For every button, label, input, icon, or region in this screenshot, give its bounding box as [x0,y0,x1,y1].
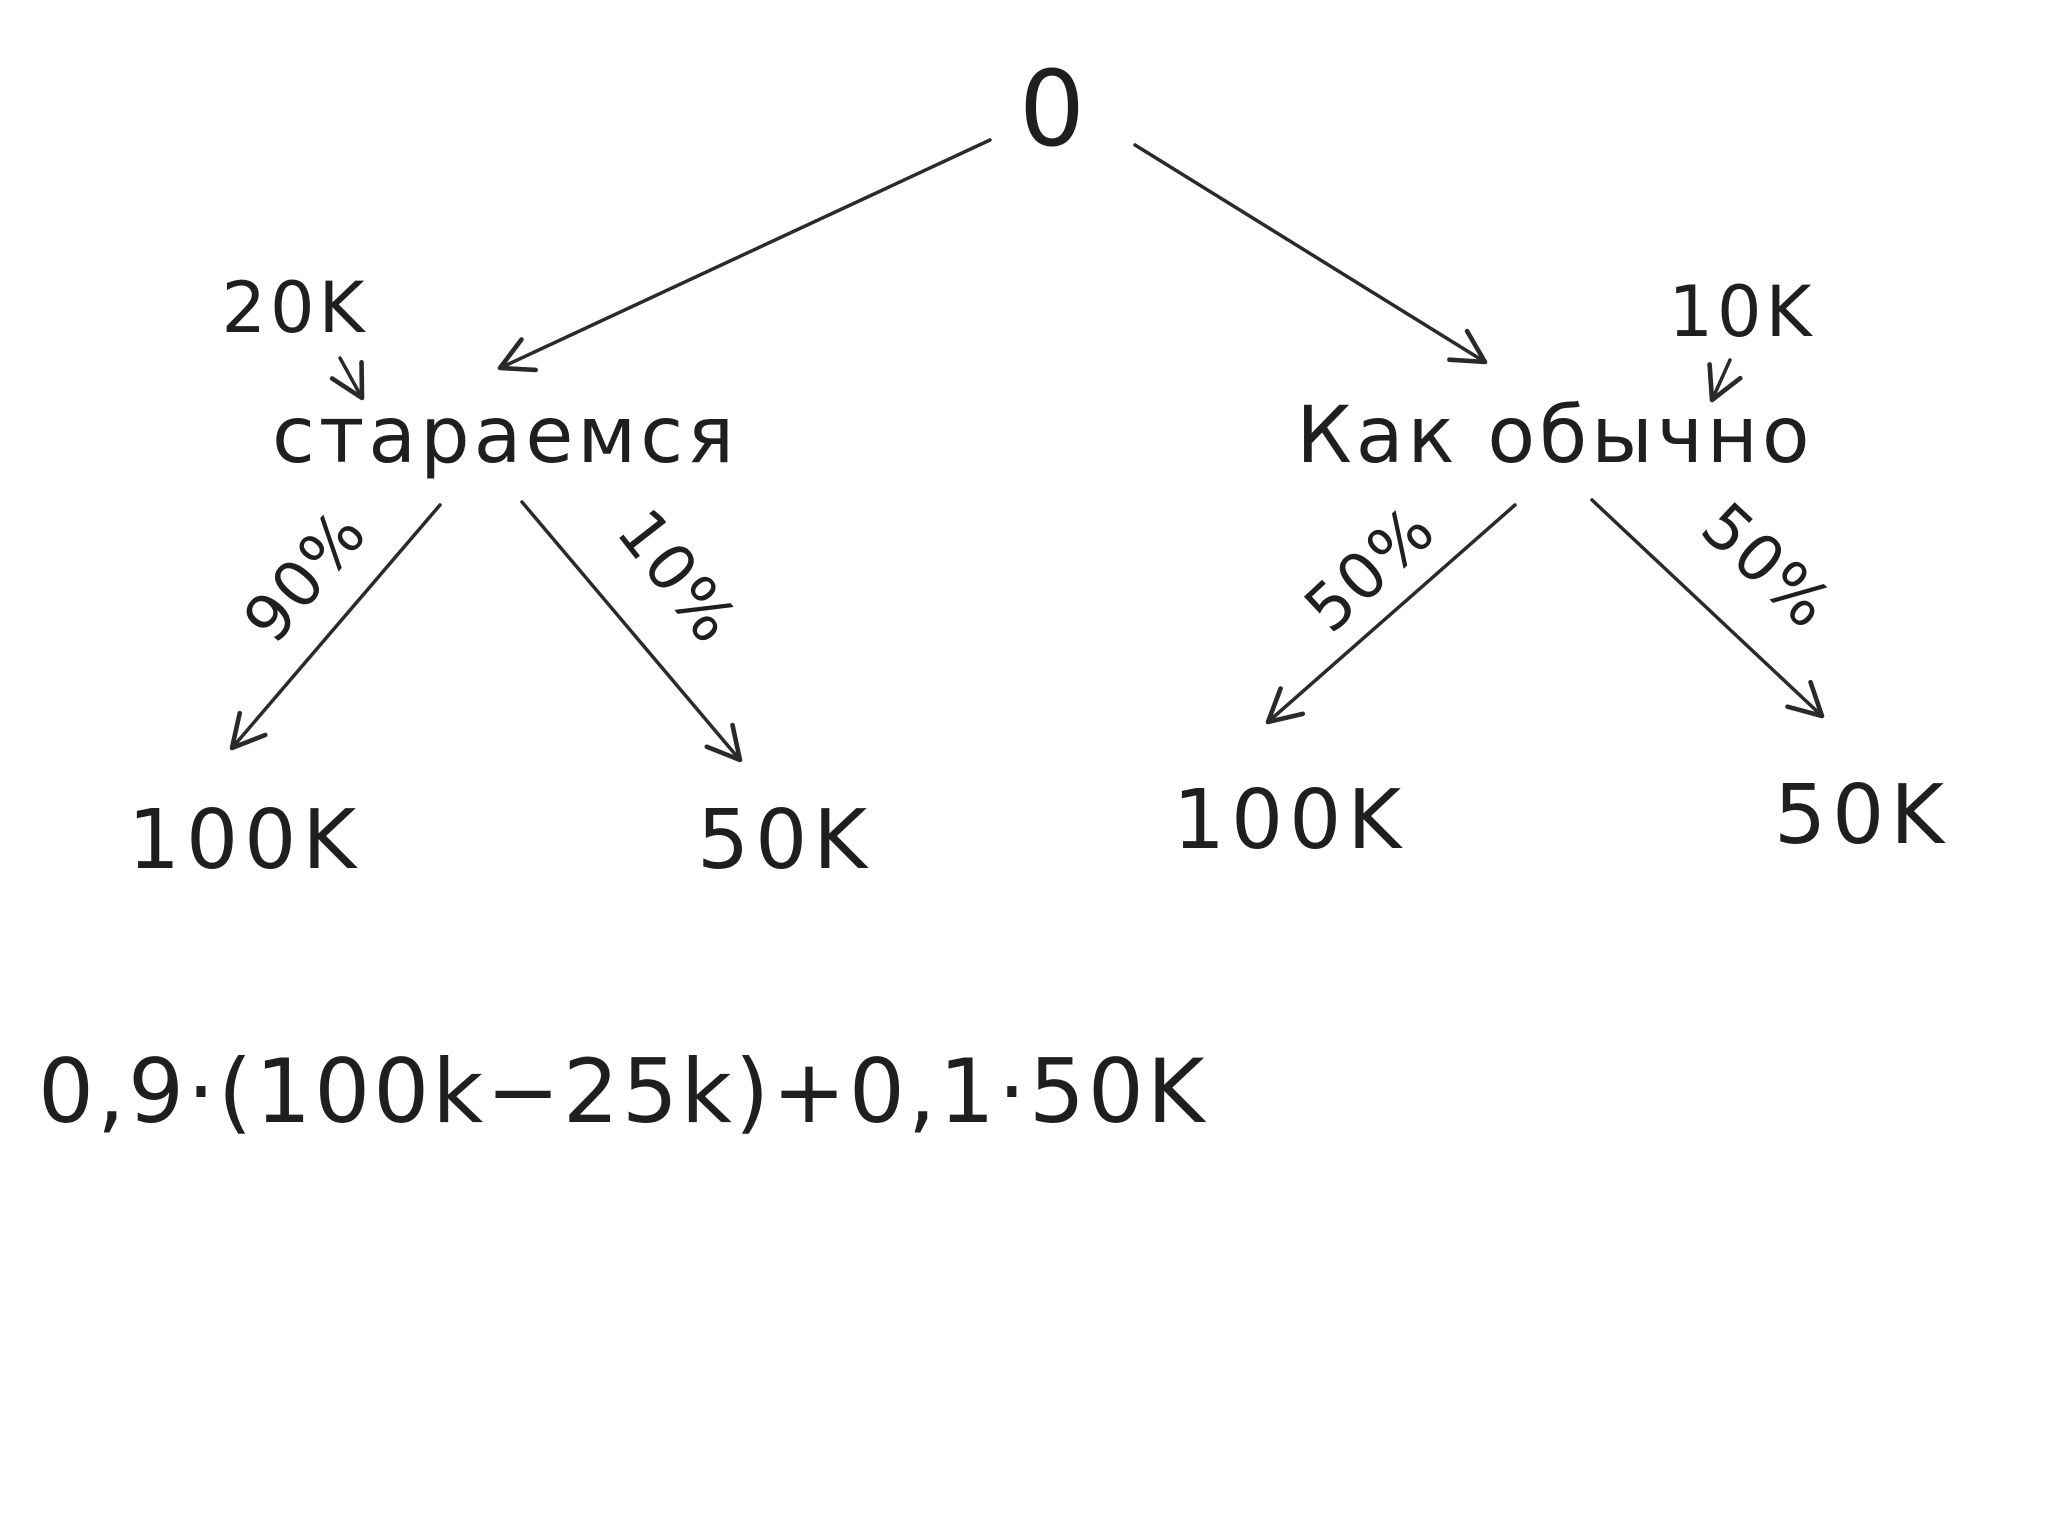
cost-arrow-usual [1707,358,1743,403]
leaf-usual-outcome-1: 100K [1173,773,1407,868]
prob-usual-outcome-1: 50% [1291,492,1450,647]
leaf-try-outcome-1: 100K [128,793,362,888]
prob-try-outcome-1: 90% [230,496,382,657]
edge-root-to-try [497,138,992,373]
edge-usual-outcome-1 [1265,503,1517,725]
cost-arrow-try [329,356,365,401]
branch-try-label: стараемся [272,391,738,481]
edge-try-outcome-1 [229,503,442,751]
edge-try-outcome-2 [520,500,743,763]
branch-usual-label: Как обычно [1296,391,1813,481]
edge-root-to-usual [1133,143,1488,365]
branch-usual-cost: 10K [1669,271,1816,353]
branch-try-cost: 20K [222,267,369,349]
root-node-label: 0 [1019,48,1085,170]
leaf-usual-outcome-2: 50K [1774,768,1950,863]
prob-usual-outcome-2: 50% [1687,489,1846,644]
edge-usual-outcome-2 [1590,498,1825,719]
prob-try-outcome-2: 10% [602,496,752,658]
expected-value-formula: 0,9·(100k−25k)+0,1·50K [38,1040,1208,1143]
leaf-try-outcome-2: 50K [697,793,873,888]
